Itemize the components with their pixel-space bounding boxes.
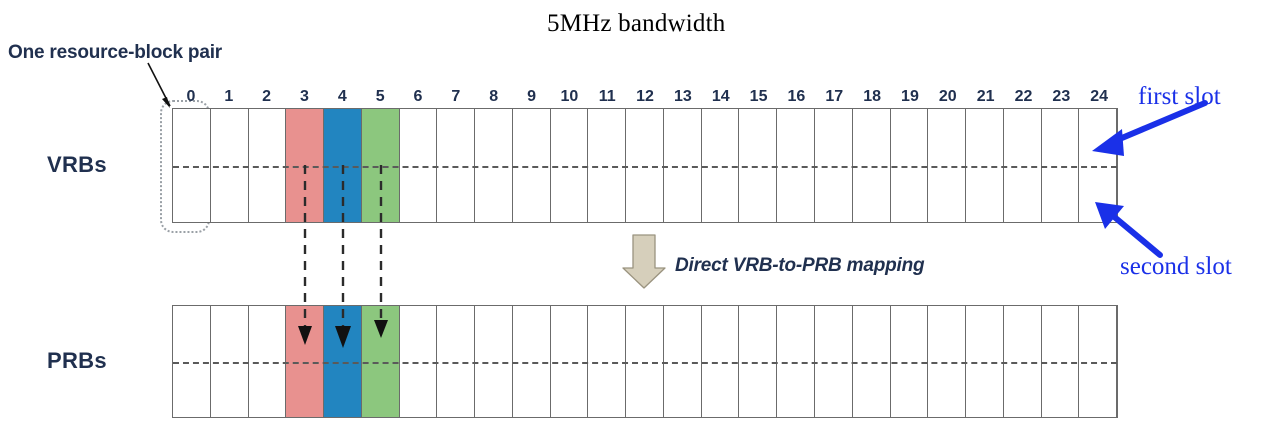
resource-block-prb-4[interactable] <box>324 306 362 417</box>
index-label: 9 <box>527 88 536 105</box>
index-label: 8 <box>489 88 499 105</box>
resource-block-vrb-11[interactable] <box>588 109 627 222</box>
index-label: 20 <box>938 88 957 105</box>
first-slot-label: first slot <box>1138 83 1221 110</box>
index-label: 1 <box>224 88 234 105</box>
resource-block-prb-17[interactable] <box>815 306 853 417</box>
resource-block-prb-21[interactable] <box>966 306 1004 417</box>
resource-block-vrb-2[interactable] <box>248 109 287 222</box>
prb-grid <box>172 305 1118 418</box>
index-label: 16 <box>787 88 806 105</box>
resource-block-vrb-16[interactable] <box>777 109 816 222</box>
vrb-index-row: 0 1 2 3 4 5 6 7 8 9 10 11 12 13 14 15 16… <box>172 86 1118 108</box>
index-label: 5 <box>375 88 385 105</box>
down-block-arrow-icon <box>622 234 666 289</box>
page-title: 5MHz bandwidth <box>547 10 726 37</box>
index-label: 24 <box>1090 88 1109 105</box>
resource-block-prb-16[interactable] <box>777 306 816 417</box>
resource-block-prb-13[interactable] <box>663 306 702 417</box>
index-label: 21 <box>976 88 995 105</box>
resource-block-prb-0[interactable] <box>173 306 211 417</box>
row-label-vrbs: VRBs <box>47 152 107 177</box>
resource-block-vrb-12[interactable] <box>626 109 664 222</box>
index-label: 15 <box>749 88 768 105</box>
resource-block-vrb-18[interactable] <box>852 109 891 222</box>
resource-block-vrb-10[interactable] <box>550 109 589 222</box>
resource-block-prb-6[interactable] <box>399 306 438 417</box>
resource-block-prb-10[interactable] <box>550 306 589 417</box>
vrb-grid <box>172 108 1118 223</box>
resource-block-vrb-7[interactable] <box>437 109 476 222</box>
resource-block-pair-label: One resource-block pair <box>8 42 222 63</box>
resource-block-vrb-20[interactable] <box>928 109 967 222</box>
resource-block-vrb-9[interactable] <box>512 109 551 222</box>
index-label: 12 <box>636 88 654 105</box>
resource-block-prb-19[interactable] <box>890 306 929 417</box>
index-label: 22 <box>1014 88 1033 105</box>
second-slot-label: second slot <box>1120 253 1232 280</box>
resource-block-vrb-17[interactable] <box>815 109 853 222</box>
resource-block-prb-23[interactable] <box>1041 306 1080 417</box>
resource-block-vrb-14[interactable] <box>701 109 740 222</box>
resource-block-vrb-6[interactable] <box>399 109 438 222</box>
resource-block-prb-8[interactable] <box>475 306 513 417</box>
resource-block-prb-5[interactable] <box>361 306 400 417</box>
index-label: 7 <box>451 88 461 105</box>
resource-block-vrb-4[interactable] <box>324 109 362 222</box>
resource-block-prb-11[interactable] <box>588 306 627 417</box>
resource-block-vrb-0[interactable] <box>173 109 211 222</box>
index-label: 17 <box>825 88 844 105</box>
index-label: 0 <box>186 88 196 105</box>
resource-block-prb-22[interactable] <box>1003 306 1042 417</box>
index-label: 10 <box>560 88 579 105</box>
resource-block-prb-12[interactable] <box>626 306 664 417</box>
resource-block-vrb-3[interactable] <box>286 109 325 222</box>
index-label: 19 <box>901 88 919 105</box>
resource-block-vrb-19[interactable] <box>890 109 929 222</box>
index-label: 2 <box>262 88 272 105</box>
resource-block-prb-15[interactable] <box>739 306 778 417</box>
resource-block-vrb-24[interactable] <box>1079 109 1118 222</box>
resource-block-prb-20[interactable] <box>928 306 967 417</box>
resource-block-prb-14[interactable] <box>701 306 740 417</box>
resource-block-prb-1[interactable] <box>210 306 249 417</box>
resource-block-prb-3[interactable] <box>286 306 325 417</box>
resource-block-prb-7[interactable] <box>437 306 476 417</box>
resource-block-vrb-8[interactable] <box>475 109 513 222</box>
resource-block-prb-24[interactable] <box>1079 306 1118 417</box>
index-label: 3 <box>300 88 309 105</box>
index-label: 6 <box>413 88 423 105</box>
resource-block-vrb-1[interactable] <box>210 109 249 222</box>
index-label: 23 <box>1052 88 1071 105</box>
index-label: 11 <box>598 88 616 105</box>
resource-block-vrb-5[interactable] <box>361 109 400 222</box>
resource-block-vrb-22[interactable] <box>1003 109 1042 222</box>
resource-block-vrb-15[interactable] <box>739 109 778 222</box>
index-label: 18 <box>863 88 881 105</box>
index-label: 4 <box>337 88 347 105</box>
resource-block-prb-18[interactable] <box>852 306 891 417</box>
index-label: 14 <box>711 88 730 105</box>
resource-block-prb-2[interactable] <box>248 306 287 417</box>
index-label: 13 <box>673 88 692 105</box>
row-label-prbs: PRBs <box>47 348 107 373</box>
mapping-label: Direct VRB-to-PRB mapping <box>675 255 925 276</box>
resource-block-vrb-21[interactable] <box>966 109 1004 222</box>
resource-block-vrb-13[interactable] <box>663 109 702 222</box>
resource-block-vrb-23[interactable] <box>1041 109 1080 222</box>
resource-block-prb-9[interactable] <box>512 306 551 417</box>
